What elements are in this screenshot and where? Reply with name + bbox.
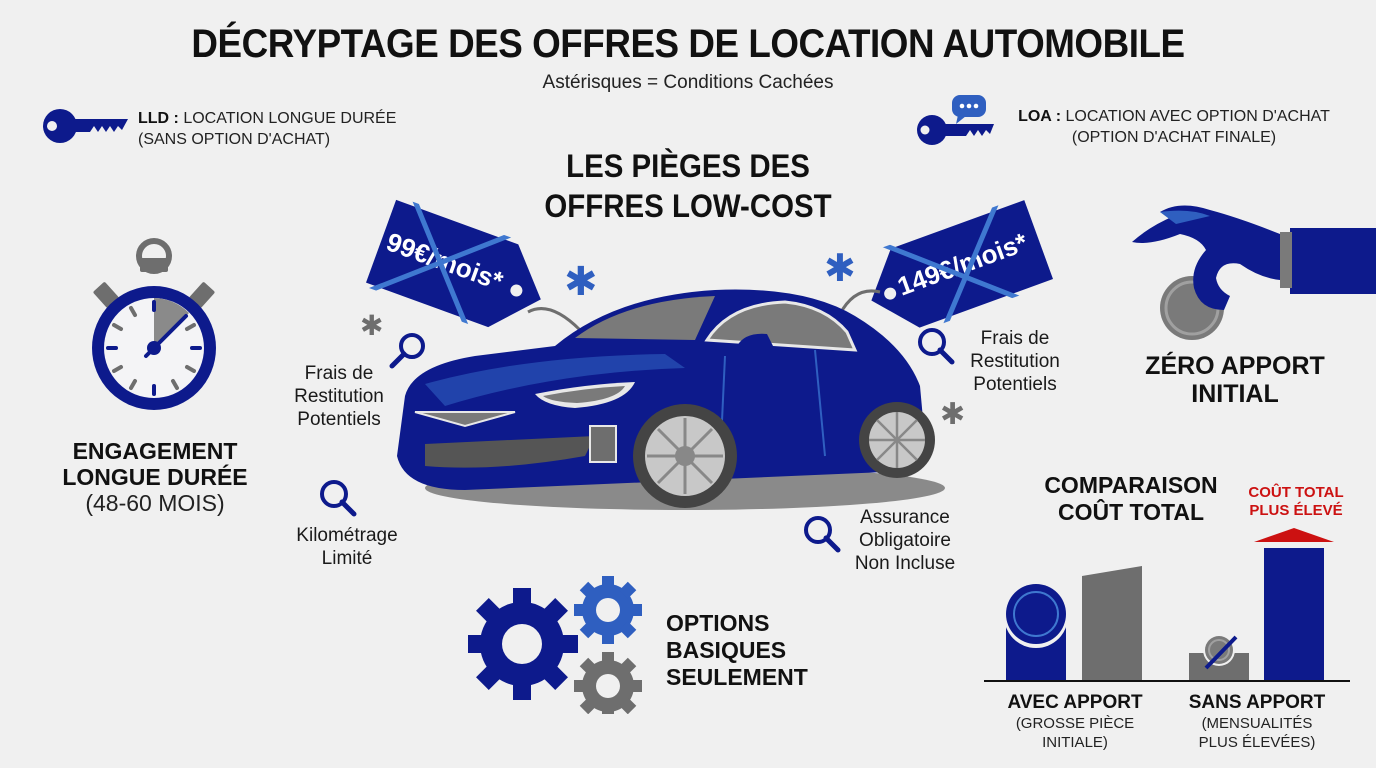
magnifier-icon: [320, 480, 357, 517]
options-label: OPTIONS BASIQUES SEULEMENT: [666, 610, 808, 690]
price-tag-149: 149€/mois*: [852, 195, 1058, 345]
avec-apport-label: AVEC APPORT (GROSSE PIÈCE INITIALE): [1007, 692, 1143, 751]
lld-line1: LOCATION LONGUE DURÉE: [178, 110, 397, 127]
engagement-line3: (48-60 MOIS): [85, 490, 225, 516]
asterisk-icon: ✱: [940, 398, 966, 431]
car-illustration: [397, 289, 945, 510]
legend-lld: LLD : LOCATION LONGUE DURÉE (SANS OPTION…: [42, 104, 442, 152]
legend-loa: LOA : LOCATION AVEC OPTION D'ACHAT (OPTI…: [914, 92, 1354, 152]
magnifier-icon: [804, 516, 841, 553]
key-icon: [43, 109, 128, 143]
page-title: DÉCRYPTAGE DES OFFRES DE LOCATION AUTOMO…: [191, 22, 1185, 66]
magnifier-icon: [389, 333, 425, 369]
lld-line2: (SANS OPTION D'ACHAT): [138, 131, 331, 148]
engagement-line2: LONGUE DURÉE: [62, 464, 248, 490]
traps-title-line1: LES PIÈGES DES: [566, 148, 810, 184]
asterisk-icon: ✱: [824, 248, 856, 290]
zero-apport-label: ZÉRO APPORT INITIAL: [1145, 352, 1325, 408]
asterisk-icon: ✱: [360, 310, 384, 341]
trap-restitution-right: Frais de Restitution Potentiels: [970, 328, 1060, 395]
traps-title-line2: OFFRES LOW-COST: [544, 188, 832, 224]
price-tag-99: 99€/mois*: [359, 194, 561, 346]
engagement-label: ENGAGEMENT LONGUE DURÉE (48-60 MOIS): [40, 438, 270, 516]
gears-icon: [468, 576, 642, 714]
loa-abbr: LOA :: [1018, 108, 1062, 125]
traps-title: LES PIÈGES DES OFFRES LOW-COST: [504, 146, 872, 226]
cross-mark-icon: [877, 195, 1028, 333]
stopwatch-icon: [92, 238, 216, 410]
page-subtitle: Astérisques = Conditions Cachées: [542, 72, 834, 93]
loa-line1: LOCATION AVEC OPTION D'ACHAT: [1061, 108, 1330, 125]
higher-cost-callout: COÛT TOTAL PLUS ÉLEVÉ: [1248, 484, 1344, 519]
comparison-title: COMPARAISON COÛT TOTAL: [1044, 472, 1218, 525]
hand-coin-icon: [1132, 205, 1376, 340]
magnifier-icon: [918, 328, 955, 365]
key-chat-icon: [917, 95, 994, 145]
tag-string-left: [527, 307, 582, 332]
cross-mark-icon: [366, 194, 517, 334]
trap-assurance: Assurance Obligatoire Non Incluse: [854, 507, 956, 574]
sans-apport-label: SANS APPORT (MENSUALITÉS PLUS ÉLEVÉES): [1188, 692, 1326, 751]
asterisk-icon: ✱: [564, 260, 598, 304]
engagement-line1: ENGAGEMENT: [72, 438, 238, 464]
trap-kilometrage: Kilométrage Limité: [296, 525, 398, 569]
trap-restitution-left: Frais de Restitution Potentiels: [294, 363, 384, 430]
loa-line2: (OPTION D'ACHAT FINALE): [1071, 129, 1277, 146]
comparison-chart: [984, 528, 1350, 682]
lld-abbr: LLD :: [138, 110, 179, 127]
